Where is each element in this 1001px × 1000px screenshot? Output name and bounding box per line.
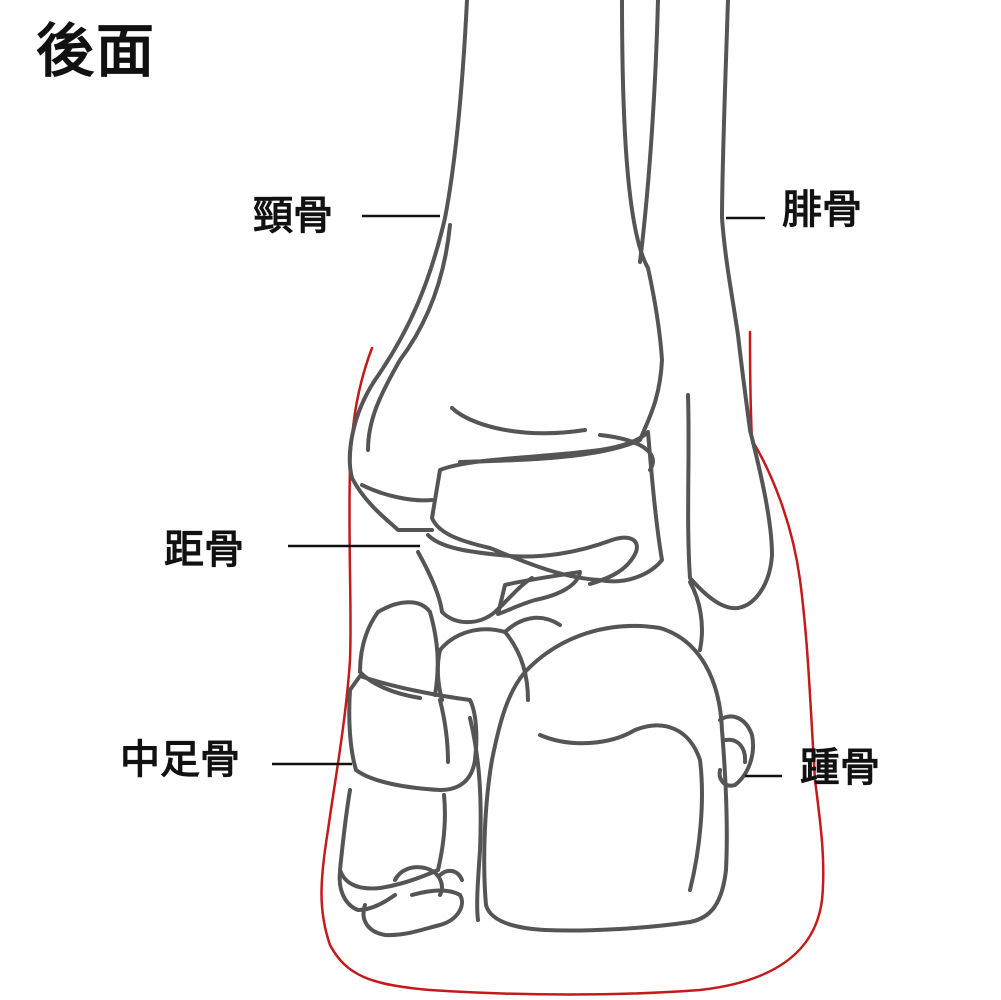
tibia-bone xyxy=(347,0,664,532)
fibula-bone xyxy=(638,0,774,611)
label-fibula: 腓骨 xyxy=(782,187,862,233)
label-talus: 距骨 xyxy=(164,527,244,573)
metatarsal-bones xyxy=(337,674,483,938)
view-title: 後面 xyxy=(36,17,157,85)
skin-outline xyxy=(320,330,825,996)
label-tibia: 頸骨 xyxy=(253,193,333,239)
calcaneus-bone xyxy=(482,580,755,933)
talus-bone xyxy=(416,430,664,625)
label-calcaneus: 踵骨 xyxy=(800,745,880,791)
label-midfoot: 中足骨 xyxy=(120,737,240,783)
